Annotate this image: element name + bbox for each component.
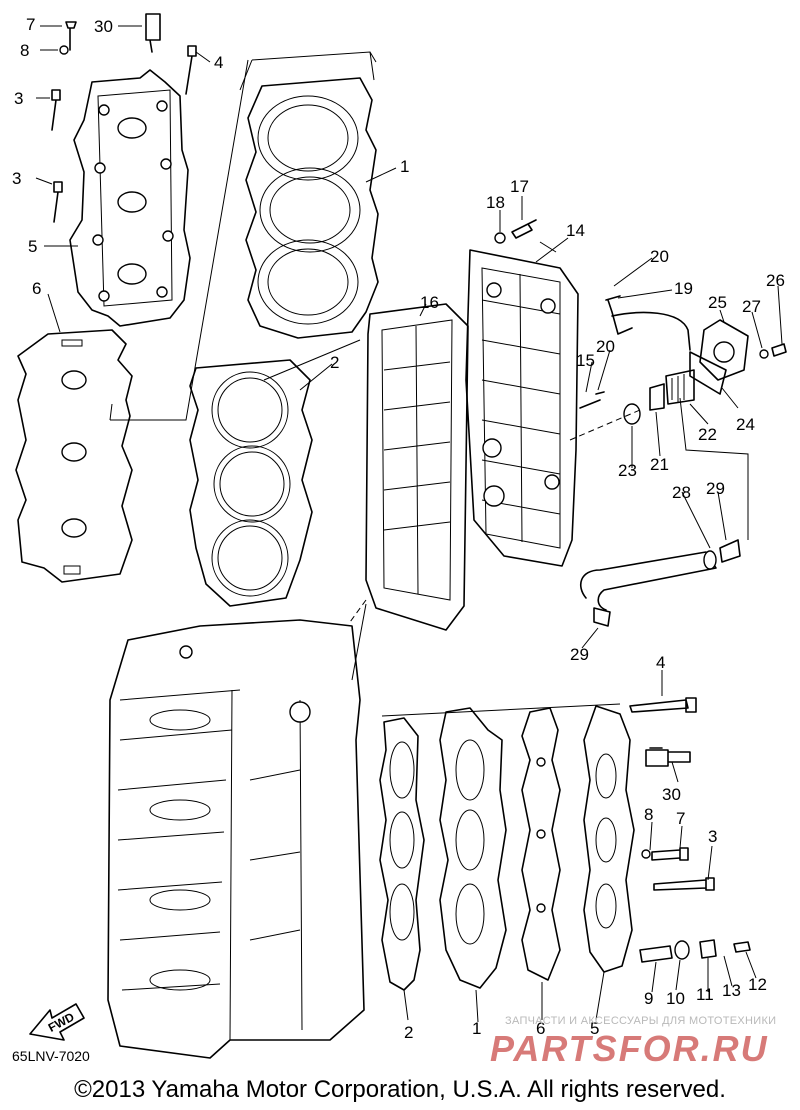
callout-22: 22: [698, 425, 717, 444]
callout-6-bottom: 6: [536, 1019, 545, 1038]
callout-3-b: 3: [12, 169, 21, 188]
diagram-part-code: 65LNV-7020: [12, 1048, 90, 1064]
cylinder-head-cover-top: [69, 69, 191, 327]
callout-29-b: 29: [570, 645, 589, 664]
callout-10: 10: [666, 989, 685, 1008]
bolt-washer-17-18: [494, 219, 537, 244]
watermark-logo: PARTSFOR.RU: [490, 1028, 769, 1069]
callout-20-a: 20: [650, 247, 669, 266]
callout-16: 16: [420, 293, 439, 312]
callout-2-bottom: 2: [404, 1023, 413, 1042]
cylinder-head-bottom-1: [439, 707, 507, 989]
assembly-guide-lines: [109, 51, 749, 717]
callout-8-top: 8: [20, 41, 29, 60]
gasket-bottom-6: [521, 707, 561, 981]
callout-4-bottom: 4: [656, 653, 665, 672]
exhaust-cover: [465, 249, 579, 567]
callout-3-bottom: 3: [708, 827, 717, 846]
callout-11: 11: [696, 985, 714, 1004]
gasket-bottom-2: [379, 717, 425, 991]
callout-3-a: 3: [14, 89, 23, 108]
copyright-notice: ©2013 Yamaha Motor Corporation, U.S.A. A…: [74, 1076, 726, 1103]
callout-5-bottom: 5: [590, 1019, 599, 1038]
head-cover-gasket: [15, 329, 133, 583]
fasteners-bottom-right: [629, 697, 751, 963]
callout-13: 13: [722, 981, 741, 1000]
callout-7-bottom: 7: [676, 809, 685, 828]
callout-7-top: 7: [26, 15, 35, 34]
callout-29-a: 29: [706, 479, 725, 498]
water-hose: [579, 539, 741, 627]
callout-8-bottom: 8: [644, 805, 653, 824]
watermark-subtitle: ЗАПЧАСТИ И АКСЕССУАРЫ ДЛЯ МОТОТЕХНИКИ: [505, 1015, 777, 1027]
callout-1-top: 1: [400, 157, 409, 176]
callout-2-top: 2: [330, 353, 339, 372]
callout-12: 12: [748, 975, 767, 994]
forward-direction-arrow: FWD: [29, 1003, 85, 1041]
callout-15: 15: [576, 351, 595, 370]
callout-17: 17: [510, 177, 529, 196]
callout-26: 26: [766, 271, 785, 290]
cylinder-block: [107, 619, 365, 1059]
exhaust-cover-gasket: [365, 303, 469, 631]
callout-4-top: 4: [214, 53, 223, 72]
callout-19: 19: [674, 279, 693, 298]
callout-14: 14: [566, 221, 585, 240]
callout-25: 25: [708, 293, 727, 312]
thermostat-assembly: [579, 295, 787, 425]
callout-23: 23: [618, 461, 637, 480]
callout-numbers: 7 30 8 4 3 3 5 6 1 2 16 17 18 14 20 19 2…: [12, 15, 785, 1042]
callout-1-bottom: 1: [472, 1019, 481, 1038]
callout-leaders: [35, 25, 783, 1023]
callout-27: 27: [742, 297, 761, 316]
callout-18: 18: [486, 193, 505, 212]
callout-21: 21: [650, 455, 669, 474]
callout-30-bottom: 30: [662, 785, 681, 804]
cylinder-head-gasket-top: [189, 359, 313, 607]
head-cover-bottom-5: [583, 705, 635, 973]
callout-6-top: 6: [32, 279, 41, 298]
callout-30-top: 30: [94, 17, 113, 36]
callout-20-b: 20: [596, 337, 615, 356]
bolts-top-left: [51, 13, 197, 223]
callout-9: 9: [644, 989, 653, 1008]
callout-28: 28: [672, 483, 691, 502]
cylinder-head-top: [245, 77, 379, 339]
callout-5-top: 5: [28, 237, 37, 256]
callout-24: 24: [736, 415, 755, 434]
